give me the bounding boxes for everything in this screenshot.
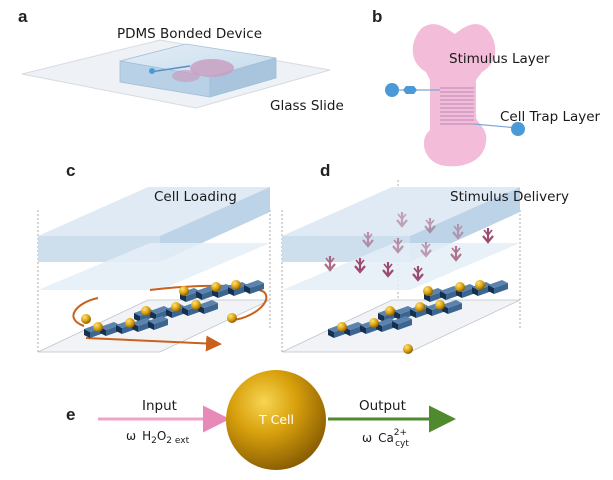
- stimulus-delivery-title: Stimulus Delivery: [450, 189, 569, 205]
- trapped-cells: [337, 280, 485, 354]
- inlet-port: [385, 83, 399, 97]
- pdms-device-label: PDMS Bonded Device: [117, 26, 262, 42]
- panel-d: d: [281, 161, 569, 354]
- pdms-slab: [282, 187, 520, 236]
- outlet-line: [473, 123, 519, 129]
- output-label: Output: [359, 398, 406, 414]
- cell-loading-title: Cell Loading: [154, 189, 237, 205]
- panel-a-letter: a: [18, 7, 28, 26]
- pdms-slab: [38, 187, 270, 236]
- panel-b: b Stimulus Layer Cell Trap Layer: [372, 7, 601, 167]
- panel-c: c: [37, 161, 271, 353]
- panel-a: a PDMS Bonded Device Glass Slide: [18, 7, 344, 114]
- t-cell: [226, 370, 326, 470]
- panel-b-letter: b: [372, 7, 382, 26]
- panel-c-letter: c: [66, 161, 75, 180]
- trap-channel: [440, 87, 474, 125]
- panel-e-letter: e: [66, 405, 75, 424]
- inlet-filter: [403, 86, 417, 94]
- cell-trap-layer-label: Cell Trap Layer: [500, 109, 601, 125]
- glass-slide-label: Glass Slide: [270, 98, 344, 114]
- flow-arrow-bottom: [85, 335, 222, 352]
- stimulus-layer: [412, 24, 496, 167]
- input-label: Input: [142, 398, 177, 414]
- panel-d-letter: d: [320, 161, 330, 180]
- outlet-port: [511, 122, 525, 136]
- t-cell-label: T Cell: [258, 412, 294, 427]
- flow-arrow-right: [149, 284, 268, 321]
- stimulus-layer-label: Stimulus Layer: [449, 51, 550, 67]
- pdms-device: [119, 43, 277, 98]
- flow-arrow-left: [72, 297, 99, 327]
- stimulus-plane: [38, 243, 270, 290]
- trapped-cells: [81, 280, 241, 332]
